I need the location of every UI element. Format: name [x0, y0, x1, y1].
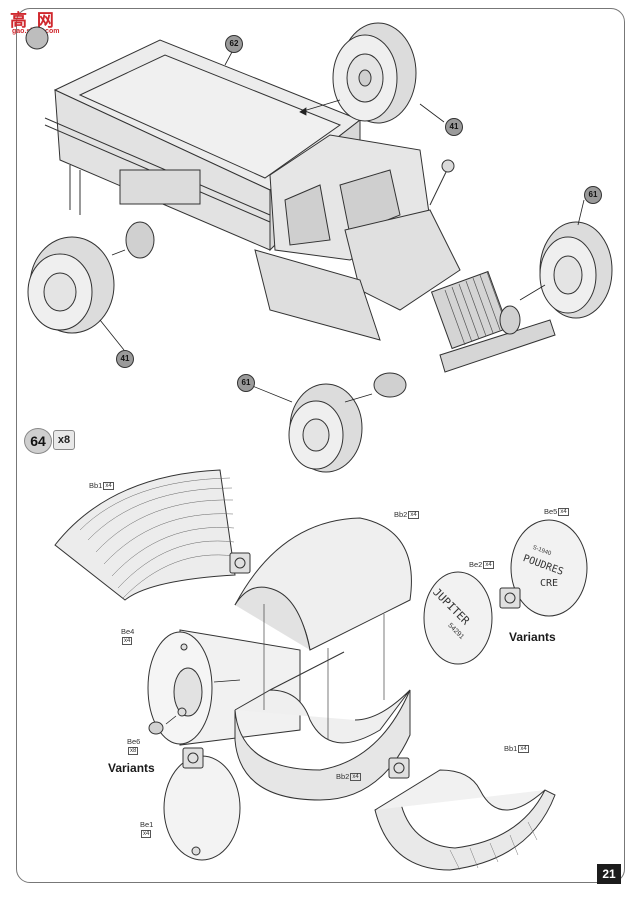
- step-multiplier-badge: x8: [53, 430, 75, 450]
- rotate-icon-2: [499, 587, 521, 609]
- drum-end-be4: [147, 629, 301, 746]
- variants-label-caps: Variants: [108, 761, 155, 775]
- rotate-icon-3: [182, 747, 204, 769]
- wheel-61-bottom: [288, 383, 363, 473]
- wheel-41-left: [27, 236, 115, 334]
- wheel-41-top: [332, 22, 417, 124]
- callout-62: 62: [225, 35, 243, 53]
- drum-trough-bb2-bottom: [234, 651, 411, 801]
- lid-be1: [163, 755, 241, 861]
- lid-be2: [423, 571, 493, 665]
- drum-trough-bb1-bottom: [374, 769, 556, 871]
- cap-be6: [148, 721, 164, 735]
- lid-be5: [510, 519, 588, 617]
- callout-61-right: 61: [584, 186, 602, 204]
- rotate-icon-4: [388, 757, 410, 779]
- callout-41-left: 41: [116, 350, 134, 368]
- page-frame: [16, 8, 625, 883]
- step-number-badge: 64: [24, 428, 52, 454]
- drum-shell-bb1-top: [54, 469, 236, 601]
- callout-41-top: 41: [445, 118, 463, 136]
- drum-shell-bb2-top: [234, 517, 412, 651]
- lid-text-cre: CRE: [540, 578, 559, 589]
- callout-61-bottom: 61: [237, 374, 255, 392]
- truck-drawing: [44, 39, 556, 398]
- rotate-icon-1: [229, 552, 251, 574]
- watermark-title: 高 网: [10, 11, 56, 31]
- previous-step-badge: [25, 26, 49, 50]
- variants-label-lids: Variants: [509, 630, 556, 644]
- wheel-61-right: [539, 221, 613, 319]
- page-number: 21: [597, 864, 621, 884]
